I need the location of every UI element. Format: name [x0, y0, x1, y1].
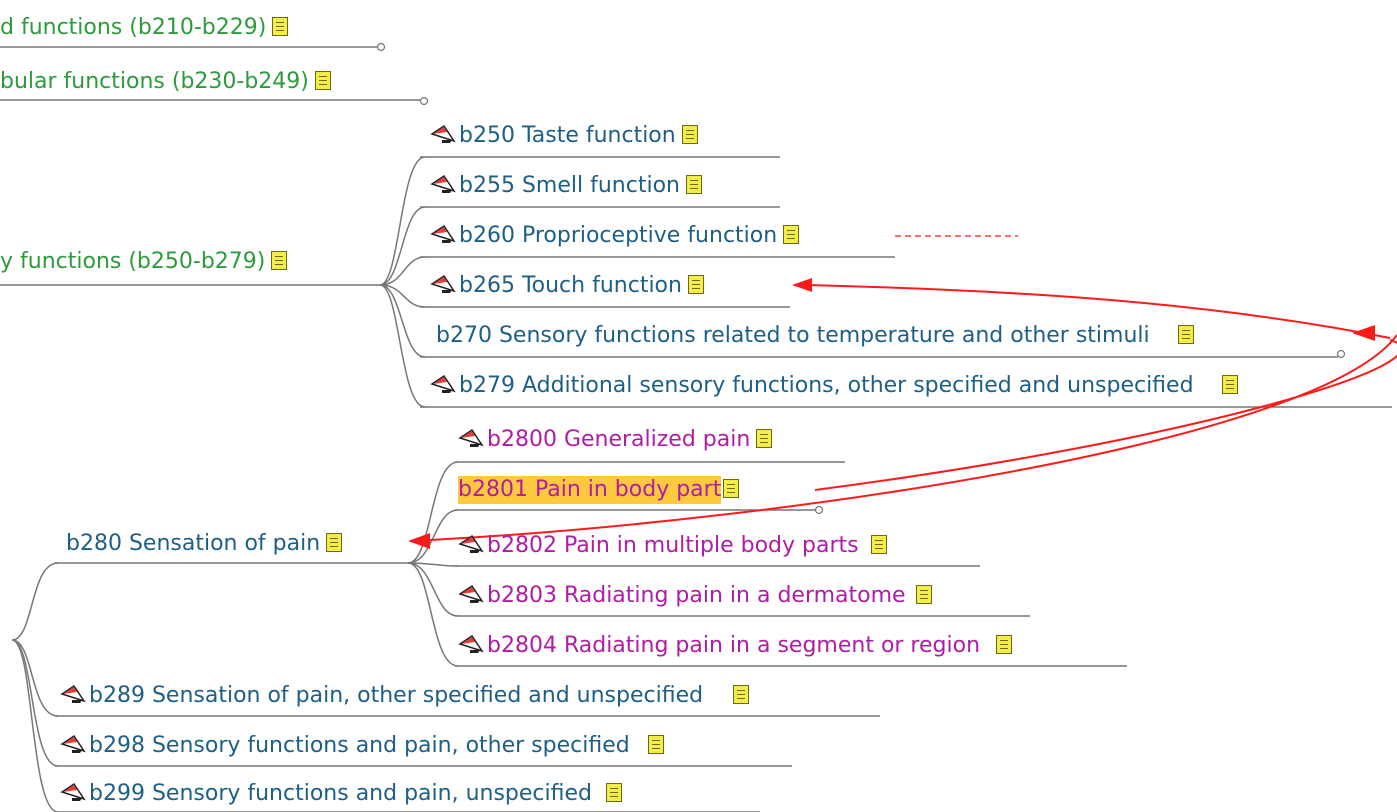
- note-icon[interactable]: [326, 533, 343, 552]
- flag-icon: [430, 124, 456, 144]
- link-curve-to-b265: [807, 284, 1391, 339]
- note-icon[interactable]: [685, 175, 702, 194]
- note-icon[interactable]: [996, 635, 1013, 654]
- branch-b255: [379, 206, 426, 286]
- node-label: b265 Touch function: [459, 273, 682, 298]
- branch-b279: [379, 284, 426, 408]
- branch-b2803: [407, 562, 459, 617]
- flag-icon: [430, 224, 456, 244]
- node-label: b279 Additional sensory functions, other…: [459, 373, 1194, 398]
- node-label: b299 Sensory functions and pain, unspeci…: [89, 781, 592, 806]
- node-label: b280 Sensation of pain: [66, 531, 321, 556]
- fold-circle-b210: [376, 42, 386, 52]
- node-b260[interactable]: b260 Proprioceptive function: [430, 222, 800, 250]
- node-label: b250 Taste function: [459, 123, 676, 148]
- flag-icon: [60, 684, 86, 704]
- node-label: b2801 Pain in body part: [458, 476, 722, 504]
- arrowhead-b265: [792, 278, 812, 292]
- arrowhead-b280: [408, 533, 430, 549]
- link-b2801-to-b265: [814, 339, 1397, 491]
- node-b210[interactable]: d functions (b210-b229): [0, 14, 289, 42]
- node-b2802[interactable]: b2802 Pain in multiple body parts: [458, 532, 887, 560]
- link-to-b280: [429, 334, 1397, 541]
- node-label: d functions (b210-b229): [0, 15, 267, 40]
- note-icon[interactable]: [272, 17, 289, 36]
- note-icon[interactable]: [681, 125, 698, 144]
- node-b250-b279[interactable]: y functions (b250-b279): [0, 248, 288, 276]
- branch-b2801: [407, 509, 459, 564]
- flag-icon: [458, 584, 484, 604]
- node-label: b260 Proprioceptive function: [459, 223, 778, 248]
- note-icon[interactable]: [605, 783, 622, 802]
- node-b279[interactable]: b279 Additional sensory functions, other…: [430, 372, 1238, 400]
- node-b298[interactable]: b298 Sensory functions and pain, other s…: [60, 732, 664, 760]
- node-b280[interactable]: b280 Sensation of pain: [66, 530, 343, 558]
- flag-icon: [458, 428, 484, 448]
- branch-b2800: [407, 461, 459, 564]
- branch-b270: [379, 284, 426, 358]
- flag-icon: [430, 274, 456, 294]
- node-label: b255 Smell function: [459, 173, 680, 198]
- branch-b299: [11, 639, 59, 812]
- branch-b2804: [407, 562, 459, 667]
- node-b2804[interactable]: b2804 Radiating pain in a segment or reg…: [458, 632, 1013, 660]
- branch-b250: [379, 156, 426, 286]
- node-b289[interactable]: b289 Sensation of pain, other specified …: [60, 682, 750, 710]
- note-icon[interactable]: [756, 429, 773, 448]
- node-b270[interactable]: b270 Sensory functions related to temper…: [436, 322, 1194, 350]
- fold-circle-b230: [419, 96, 429, 106]
- node-b299[interactable]: b299 Sensory functions and pain, unspeci…: [60, 780, 622, 808]
- flag-icon: [430, 174, 456, 194]
- note-icon[interactable]: [271, 251, 288, 270]
- note-icon[interactable]: [1177, 325, 1194, 344]
- node-label: bular functions (b230-b249): [0, 69, 309, 94]
- fold-circle-b2801: [814, 505, 824, 515]
- flag-icon: [60, 734, 86, 754]
- node-label: b2800 Generalized pain: [487, 427, 751, 452]
- branch-b280: [11, 562, 59, 641]
- note-icon[interactable]: [915, 585, 932, 604]
- node-label: b2803 Radiating pain in a dermatome: [487, 583, 906, 608]
- node-b230[interactable]: bular functions (b230-b249): [0, 68, 331, 96]
- note-icon[interactable]: [647, 735, 664, 754]
- note-icon[interactable]: [687, 275, 704, 294]
- node-label: y functions (b250-b279): [0, 249, 266, 274]
- flag-icon: [60, 782, 86, 802]
- note-icon[interactable]: [783, 225, 800, 244]
- node-label: b2804 Radiating pain in a segment or reg…: [487, 633, 981, 658]
- node-b2800[interactable]: b2800 Generalized pain: [458, 426, 773, 454]
- flag-icon: [430, 374, 456, 394]
- note-icon[interactable]: [733, 685, 750, 704]
- arrowhead-b270: [1352, 325, 1375, 341]
- note-icon[interactable]: [314, 71, 331, 90]
- flag-icon: [458, 534, 484, 554]
- node-b255[interactable]: b255 Smell function: [430, 172, 702, 200]
- node-label: b270 Sensory functions related to temper…: [436, 323, 1150, 348]
- note-icon[interactable]: [723, 479, 740, 498]
- node-b250[interactable]: b250 Taste function: [430, 122, 698, 150]
- note-icon[interactable]: [1221, 375, 1238, 394]
- node-label: b298 Sensory functions and pain, other s…: [89, 733, 630, 758]
- branch-b260: [379, 256, 426, 286]
- node-label: b289 Sensation of pain, other specified …: [89, 683, 704, 708]
- branch-b265: [379, 284, 426, 308]
- fold-circle-b270: [1336, 349, 1346, 359]
- branch-b2802: [407, 562, 459, 567]
- node-b265[interactable]: b265 Touch function: [430, 272, 704, 300]
- node-b2803[interactable]: b2803 Radiating pain in a dermatome: [458, 582, 932, 610]
- node-b2801-selected[interactable]: b2801 Pain in body part: [458, 476, 740, 504]
- node-label: b2802 Pain in multiple body parts: [487, 533, 859, 558]
- flag-icon: [458, 634, 484, 654]
- note-icon[interactable]: [870, 535, 887, 554]
- branch-b289: [11, 639, 59, 717]
